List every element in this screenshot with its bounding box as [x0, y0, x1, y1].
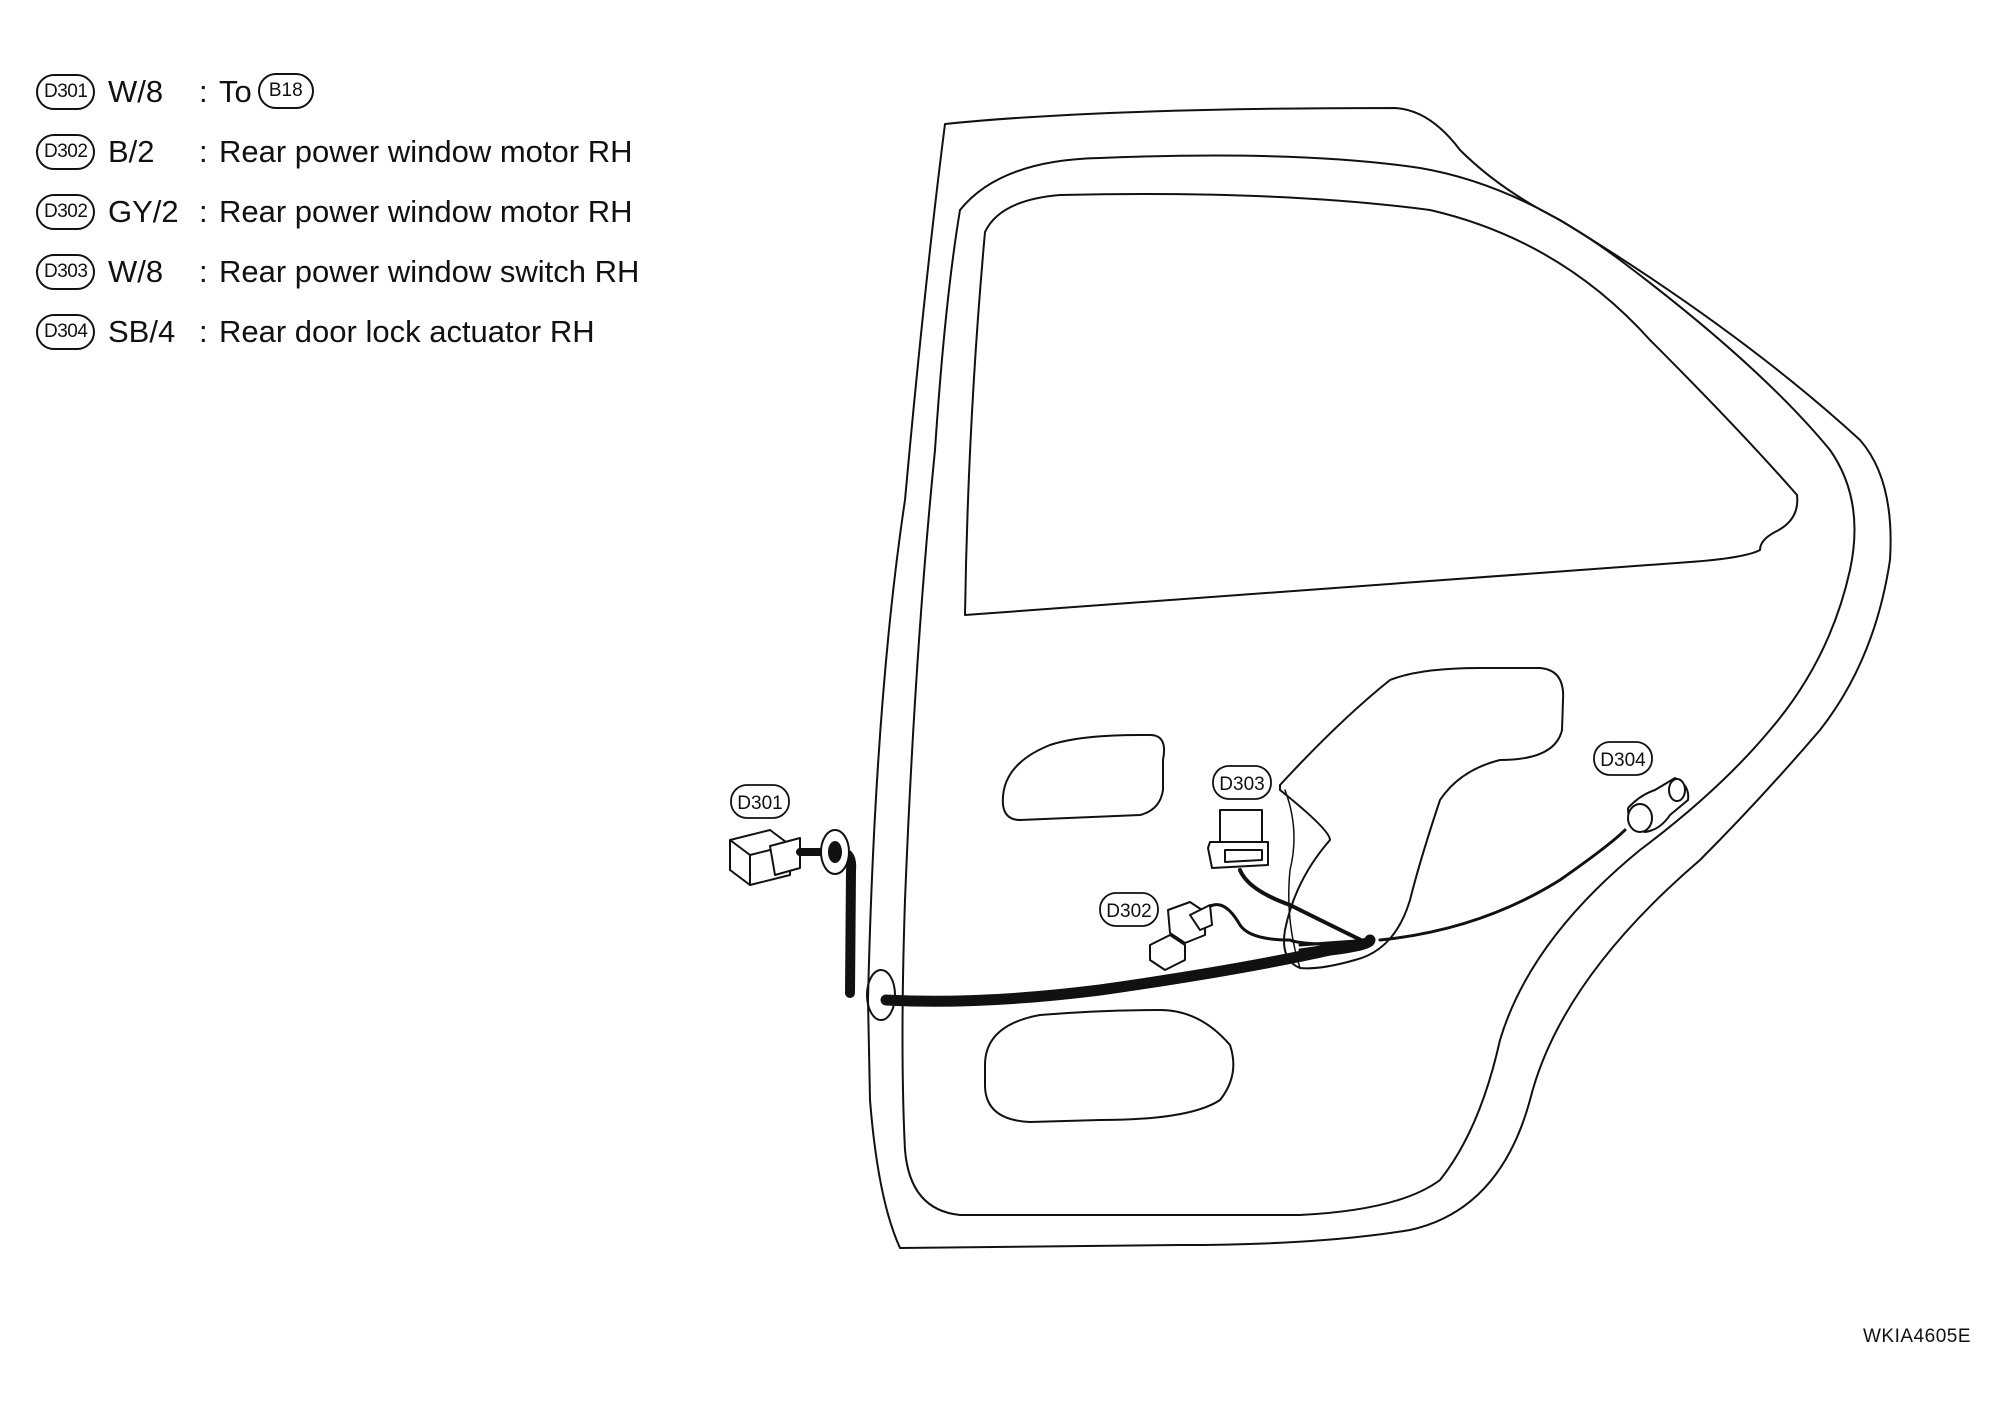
callout-label-d303: D303 [1219, 774, 1264, 795]
wire-spec: W/8 [108, 254, 164, 289]
separator: : [199, 194, 208, 229]
panel-cutout-lower [984, 1009, 1235, 1123]
callout-d304: D304 [1593, 741, 1653, 776]
callout-label-d302: D302 [1106, 901, 1151, 922]
separator: : [199, 314, 208, 349]
connector-description: Rear power window motor RH [219, 194, 633, 229]
description-text: To [219, 74, 252, 109]
wire-spec: W/8 [108, 74, 164, 109]
separator: : [199, 254, 208, 289]
connector-description: Rear door lock actuator RH [219, 314, 595, 349]
connector-badge: D303 [36, 254, 96, 290]
connector-d301 [729, 829, 850, 886]
connector-badge: D302 [36, 134, 96, 170]
connector-d304 [1627, 777, 1690, 833]
trim-line [1284, 789, 1301, 969]
door-inner-outline [901, 154, 1856, 1216]
callout-d301: D301 [730, 784, 790, 819]
callout-d303: D303 [1212, 765, 1272, 800]
harness-branch-d302 [1198, 903, 1367, 947]
wire-spec: SB/4 [108, 314, 176, 349]
separator: : [199, 134, 208, 169]
connector-d303 [1207, 809, 1269, 869]
connector-description: Rear power window motor RH [219, 134, 633, 169]
callout-d302: D302 [1099, 892, 1159, 927]
connector-badge: D301 [36, 74, 96, 110]
connector-ref-badge: B18 [257, 72, 314, 109]
separator: : [199, 74, 208, 109]
door-outer-outline [867, 107, 1892, 1249]
harness-flat-band [1298, 938, 1372, 952]
callout-label-d304: D304 [1600, 750, 1646, 771]
harness-branch-d303 [1238, 868, 1367, 944]
window-outline [964, 193, 1799, 616]
harness-branch-d304 [1378, 828, 1627, 942]
connector-d302 [1149, 901, 1213, 971]
wire-spec: B/2 [108, 134, 155, 169]
main-harness [880, 934, 1376, 1007]
connector-badge: D302 [36, 194, 96, 230]
wire-spec: GY/2 [108, 194, 179, 229]
callout-label-d301: D301 [737, 793, 782, 814]
figure-code: WKIA4605E [1863, 1326, 1971, 1347]
main-harness [843, 850, 857, 998]
connector-description: Rear power window switch RH [219, 254, 640, 289]
connector-badge: D304 [36, 314, 96, 350]
panel-cutout-upper-left [1001, 734, 1166, 821]
